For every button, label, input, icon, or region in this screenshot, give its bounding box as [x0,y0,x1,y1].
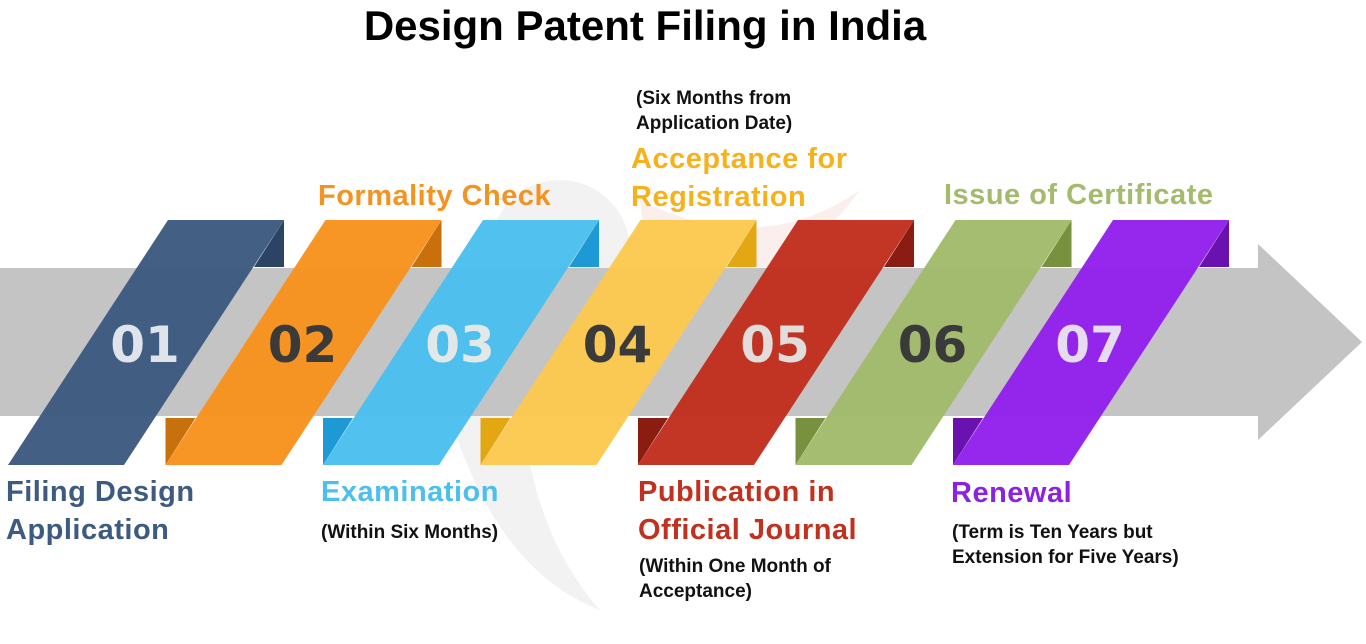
note-line: (Within One Month of [639,556,831,577]
ribbon-band [480,220,757,465]
label-line: Filing Design [6,476,195,508]
ribbon-fold-top [884,220,914,267]
ribbon-band [323,220,599,465]
page-title: Design Patent Filing in India [363,2,927,49]
step-03: 03 [323,220,599,465]
step-number: 03 [425,316,495,374]
note-line: Extension for Five Years) [952,547,1179,568]
step-02: 02 [165,220,442,465]
label-line: Issue of Certificate [944,179,1214,211]
step-note-03: (Within Six Months) [321,520,498,545]
note-line: (Six Months from [636,88,792,109]
ribbon-fold-bottom [795,418,826,465]
label-line: Examination [321,476,499,508]
step-07: 07 [953,220,1229,465]
label-line: Publication in [638,476,836,508]
note-line: Acceptance) [639,581,752,602]
ribbon-band [165,220,442,465]
step-05: 05 [638,220,914,465]
ribbon-fold-top [569,220,599,267]
step-04: 04 [480,220,757,465]
ribbon-fold-bottom [480,418,511,465]
step-number: 07 [1055,316,1125,374]
step-label-07: Renewal [951,474,1072,512]
label-line: Application [6,514,170,546]
label-line: Acceptance for [631,143,848,175]
step-number: 01 [110,316,180,374]
ribbon-band [638,220,914,465]
step-label-03: Examination [321,473,499,511]
step-number: 05 [740,316,810,374]
ribbon-fold-bottom [165,418,196,465]
label-line: Official Journal [638,514,858,546]
note-line: (Within Six Months) [321,522,499,543]
note-line: Application Date) [636,113,793,134]
step-number: 06 [898,316,968,374]
ribbon-fold-top [726,220,757,267]
ribbon-fold-bottom [638,418,668,465]
ribbon-band [8,220,284,465]
ribbon-band [953,220,1229,465]
step-06: 06 [795,220,1072,465]
step-label-05: Publication in Official Journal [638,473,857,549]
step-01: 01 [8,220,284,465]
step-label-06: Issue of Certificate [944,176,1213,214]
label-line: Renewal [951,477,1073,509]
step-number: 02 [268,316,338,374]
ribbon-fold-bottom [953,418,983,465]
ribbon-band [795,220,1072,465]
label-line: Formality Check [318,180,552,212]
ribbon-fold-top [411,220,442,267]
step-number: 04 [583,316,653,374]
ribbon-fold-top [1041,220,1072,267]
note-line: (Term is Ten Years but [952,522,1153,543]
ribbon-fold-top [1199,220,1229,267]
ribbon-fold-top [254,220,284,267]
step-label-02: Formality Check [318,177,551,215]
ribbon-fold-bottom [323,418,353,465]
step-note-05: (Within One Month of Acceptance) [639,554,831,604]
label-line: Registration [631,181,807,213]
